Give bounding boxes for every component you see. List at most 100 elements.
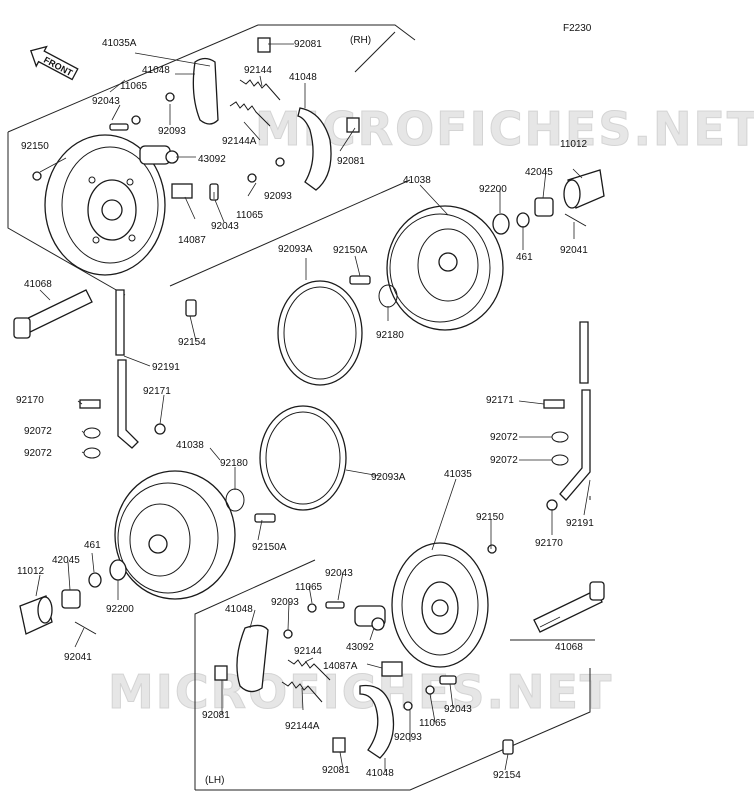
- lh-assembly-frame: [194, 496, 595, 791]
- label-42045-rh: 42045: [525, 167, 553, 178]
- label-41048-lh-2: 41048: [366, 768, 394, 779]
- front-arrow-icon: FRONT: [29, 45, 79, 81]
- label-43092-rh: 43092: [198, 154, 226, 165]
- label-92171-left: 92170: [16, 395, 44, 406]
- oring-92180-lh: [225, 488, 245, 512]
- washer-lh-4: [403, 701, 413, 711]
- label-92043-rh-1: 92043: [92, 96, 120, 107]
- label-41035: 41035: [444, 469, 472, 480]
- label-92072-left-1: 92072: [24, 426, 52, 437]
- washer-92200-lh: [109, 559, 127, 581]
- plate-14087: [171, 183, 193, 199]
- rh-assembly-frame: [7, 24, 416, 296]
- washer-rh-3: [275, 157, 285, 167]
- washer-rh-2: [165, 92, 175, 102]
- label-92171-right: 92171: [486, 395, 514, 406]
- label-92150A-rh: 92150A: [333, 245, 368, 256]
- washer-rh-1: [131, 115, 141, 125]
- label-92081-rh-2: 92081: [337, 156, 365, 167]
- pin-lh-2: [439, 675, 457, 685]
- label-11065-rh-1: 11065: [120, 81, 148, 92]
- cotter-pin-rh: [564, 213, 587, 227]
- label-92081-lh-1: 92081: [202, 710, 230, 721]
- stud-rh: [349, 275, 371, 285]
- part-labels: 41035A 92081 41048 92144 41048 11065 920…: [16, 38, 594, 781]
- label-11012-lh: 11012: [17, 566, 45, 577]
- label-92081-rh-top: 92081: [294, 39, 322, 50]
- washer-lh-3: [425, 685, 435, 695]
- washer-rh-4: [247, 173, 257, 183]
- washer-92200-rh: [492, 213, 510, 235]
- bleeder-lh: [487, 544, 497, 554]
- label-41048-rh-2: 41048: [289, 72, 317, 83]
- washer-lh-1: [307, 603, 317, 613]
- bolt-92171-right: [543, 399, 565, 409]
- wheel-cylinder-rh: [139, 145, 179, 165]
- washer-lh-2: [283, 629, 293, 639]
- label-92041-rh: 92041: [560, 245, 588, 256]
- seal-92093a-lh: [259, 405, 347, 511]
- label-92150A-lh: 92150A: [252, 542, 287, 553]
- clip-rh-1: [257, 37, 271, 53]
- nut-42045-lh: [61, 589, 81, 609]
- label-92144A-rh: 92144A: [222, 136, 257, 147]
- pin-rh-1: [109, 123, 129, 131]
- pin-lh-1: [325, 601, 345, 609]
- washer-461-lh: [88, 572, 102, 588]
- label-11012-rh: 11012: [560, 139, 588, 150]
- diagram-code: F2230: [563, 23, 592, 34]
- spring-lh-2: [281, 681, 323, 703]
- banjo-92170-left: [154, 423, 166, 435]
- label-92144A-lh: 92144A: [285, 721, 320, 732]
- label-92150-rh: 92150: [21, 141, 49, 152]
- bleeder-rh: [32, 171, 42, 181]
- label-41038-lh: 41038: [176, 440, 204, 451]
- label-92144-rh: 92144: [244, 65, 272, 76]
- label-92072-right-2: 92072: [490, 455, 518, 466]
- backing-plate-lh: [391, 542, 489, 668]
- brake-shoe-rh-1: [192, 57, 219, 125]
- clip-lh-2: [332, 737, 346, 753]
- label-92154-lh: 92154: [493, 770, 521, 781]
- label-92144-lh: 92144: [294, 646, 322, 657]
- label-92043-rh-2: 92043: [211, 221, 239, 232]
- brake-hose-right: [559, 321, 591, 501]
- label-92093-lh-1: 92093: [271, 597, 299, 608]
- label-92093A-rh: 92093A: [278, 244, 313, 255]
- banjo-92170-right: [546, 499, 558, 511]
- label-11065-lh-1: 11065: [295, 582, 323, 593]
- watermark-bottom: MICROFICHES.NET: [108, 665, 613, 719]
- label-41035A: 41035A: [102, 38, 137, 49]
- label-11065-rh-2: 11065: [236, 210, 264, 221]
- label-92180-lh: 92180: [220, 458, 248, 469]
- clip-92072-right-2: [551, 454, 569, 466]
- label-92043-lh-1: 92043: [325, 568, 353, 579]
- plate-14087a: [381, 661, 403, 677]
- label-92180-rh: 92180: [376, 330, 404, 341]
- cotter-pin-lh: [74, 621, 97, 635]
- label-92200-rh: 92200: [479, 184, 507, 195]
- label-92093-rh-2: 92093: [264, 191, 292, 202]
- label-11065-lh-2: 11065: [419, 718, 447, 729]
- label-92150-lh: 92150: [476, 512, 504, 523]
- lh-side-label: (LH): [205, 775, 224, 786]
- spring-rh-1: [239, 79, 281, 101]
- label-92043-lh-2: 92043: [444, 704, 472, 715]
- label-41048-rh-1: 41048: [142, 65, 170, 76]
- label-92093A-lh: 92093A: [371, 472, 406, 483]
- leader-lines: [35, 43, 591, 772]
- cap-11012-rh: [563, 169, 605, 209]
- clip-rh-2: [346, 117, 360, 133]
- rh-side-label: (RH): [350, 35, 371, 46]
- label-42045-lh: 42045: [52, 555, 80, 566]
- label-92191-right: 92191: [566, 518, 594, 529]
- label-461-lh: 461: [84, 540, 101, 551]
- label-14087A: 14087A: [323, 661, 358, 672]
- backing-plate-rh: [44, 134, 166, 276]
- cap-11012-lh: [19, 595, 53, 635]
- label-41048-lh-1: 41048: [225, 604, 253, 615]
- label-92200-lh: 92200: [106, 604, 134, 615]
- brake-shoe-rh-2: [297, 107, 332, 191]
- stud-lh: [254, 513, 276, 523]
